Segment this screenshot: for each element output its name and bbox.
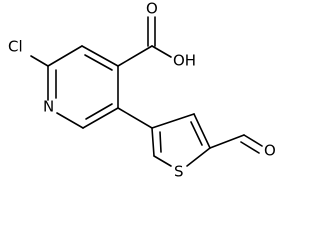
pyridine-ring [47, 45, 119, 129]
sulfur-label: S [174, 163, 184, 181]
formyl-oxygen-label: O [264, 142, 276, 160]
bond-c6-n [56, 112, 84, 129]
chemical-structure: Cl N O OH S O [8, 0, 276, 181]
chlorine-label: Cl [8, 38, 23, 56]
hydroxyl-label: OH [173, 52, 196, 70]
carboxyl-oxygen-label: O [146, 0, 158, 18]
bond-c2-cl [30, 55, 49, 67]
bond-c3-c4 [81, 45, 119, 67]
carboxylic-acid-group [117, 16, 172, 67]
bond-c2-c3 [47, 45, 83, 67]
bond-pyridine-thiophene [117, 107, 153, 129]
nitrogen-label: N [43, 98, 54, 116]
bond-cho-double-b [240, 141, 260, 154]
bond-t5-cho [209, 134, 245, 149]
bond-t4-t5-inner [190, 121, 203, 146]
bond-t3-t4 [151, 113, 195, 129]
bond-c3-c4-inner [84, 54, 113, 71]
bond-t4-t5 [193, 113, 211, 149]
bond-carboxyl-oh [151, 45, 172, 58]
bond-t2-t3 [151, 127, 155, 157]
bond-c4-carboxyl [117, 45, 153, 67]
bond-t2-t3-inner [159, 131, 162, 153]
formyl-group [209, 134, 263, 154]
thiophene-ring [151, 113, 211, 167]
bond-cho-double-a [243, 134, 263, 147]
bond-t5-s [186, 147, 211, 167]
bond-c5-c6-inner [85, 103, 113, 120]
bond-s-t2 [153, 155, 172, 167]
bond-c5-c6 [82, 107, 119, 129]
